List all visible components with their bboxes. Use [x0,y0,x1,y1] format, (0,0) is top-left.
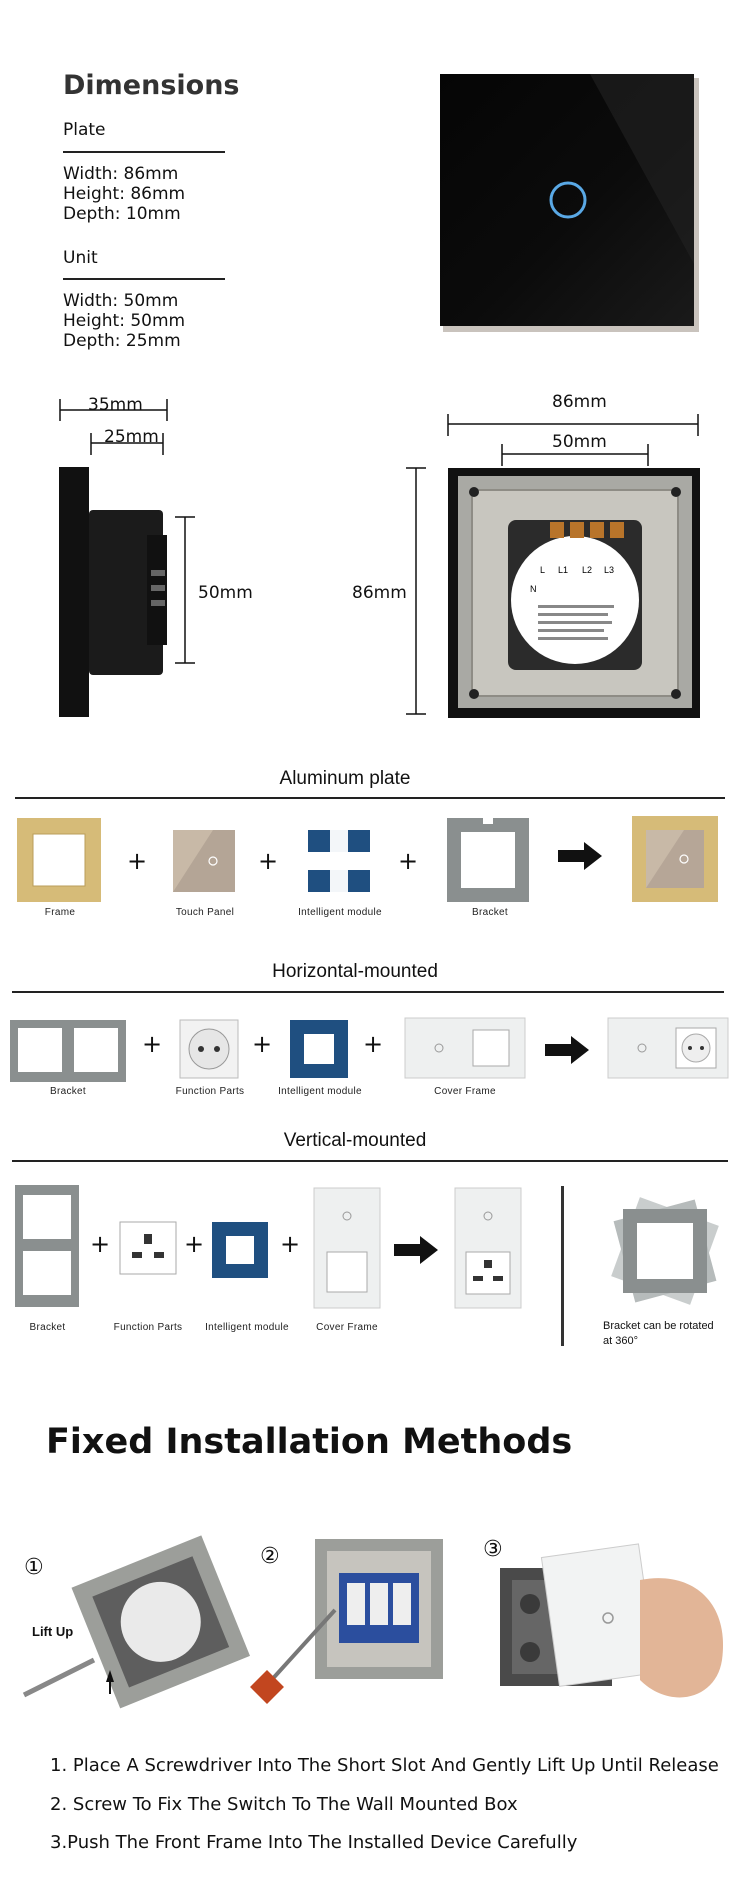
plus-sign: + [90,1230,111,1258]
plus-sign: + [127,847,148,875]
intelligent-module-image [290,1020,348,1078]
plus-sign: + [142,1030,163,1058]
step1-image [71,1535,251,1709]
step2-image [250,1539,443,1704]
gold-frame-image [17,818,101,902]
aluminum-item-touch-panel: Touch Panel [175,907,235,918]
back-height-86: 86mm [352,583,407,603]
arrow-right-icon [558,842,602,870]
touch-ring-icon [549,181,587,219]
plate-height: Height: 86mm [63,184,186,204]
screwdriver-icon [22,1657,114,1698]
plus-sign: + [398,847,419,875]
horizontal-item-function: Function Parts [175,1086,245,1097]
horizontal-item-bracket: Bracket [49,1086,86,1097]
double-bracket-image [10,1020,126,1082]
touch-panel-image [173,830,235,892]
svg-text:N: N [530,584,537,594]
rotate-note-line2: at 360° [603,1335,638,1347]
arrow-right-icon [394,1236,438,1264]
svg-text:L: L [540,565,545,575]
horizontal-item-module: Intelligent module [278,1086,362,1097]
install-title: Fixed Installation Methods [46,1422,573,1462]
vertical-double-bracket-image [15,1185,79,1307]
vertical-rule [12,1160,728,1162]
cover-frame-image [404,1017,526,1079]
plate-width: Width: 86mm [63,164,179,184]
aluminum-item-module: Intelligent module [298,907,382,918]
assembled-aluminum-switch [632,816,718,902]
vertical-item-cover: Cover Frame [316,1322,378,1333]
unit-height: Height: 50mm [63,311,186,331]
plate-label: Plate [63,120,106,140]
unit-label: Unit [63,248,98,268]
plus-sign: + [184,1230,205,1258]
plus-sign: + [252,1030,273,1058]
plate-depth: Depth: 10mm [63,204,181,224]
aluminum-title: Aluminum plate [279,768,411,789]
bracket-image [447,818,529,902]
dimensions-title: Dimensions [63,70,240,101]
horizontal-item-cover: Cover Frame [434,1086,496,1097]
vertical-item-bracket: Bracket [29,1322,66,1333]
step3-image [500,1543,724,1698]
svg-text:L3: L3 [604,565,614,575]
plus-sign: + [363,1030,384,1058]
lift-up-label: Lift Up [32,1624,74,1639]
step1-marker: ① [24,1555,44,1580]
intelligent-module-image [304,826,374,896]
side-height-50: 50mm [198,583,253,603]
vertical-title: Vertical-mounted [283,1130,427,1151]
intelligent-module-image [212,1222,268,1278]
step3-marker: ③ [483,1537,503,1562]
unit-divider [63,278,225,280]
svg-text:L1: L1 [558,565,568,575]
assembled-vertical-switch [454,1187,522,1309]
horizontal-rule [12,991,724,993]
black-switch-panel [440,74,699,332]
back-width-86: 86mm [552,392,607,412]
back-view-diagram: L L1 L2 L3 N [406,414,700,718]
plate-divider [63,151,225,153]
arrow-right-icon [545,1036,589,1064]
side-depth-25: 25mm [104,427,159,447]
unit-depth: Depth: 25mm [63,331,181,351]
vertical-cover-frame-image [313,1187,381,1309]
step2-marker: ② [260,1544,280,1569]
plus-sign: + [280,1230,301,1258]
rotated-bracket-image [611,1197,719,1305]
aluminum-item-bracket: Bracket [471,907,508,918]
assembled-horizontal-switch [607,1017,729,1079]
side-view-diagram [59,399,195,717]
aluminum-rule [15,797,725,799]
svg-text:L2: L2 [582,565,592,575]
side-depth-35: 35mm [88,395,143,415]
plus-sign: + [258,847,279,875]
vertical-item-module: Intelligent module [205,1322,289,1333]
schuko-socket-image [179,1019,239,1079]
install-step-2: 2. Screw To Fix The Switch To The Wall M… [50,1794,518,1815]
uk-socket-image [119,1221,177,1275]
vertical-item-function: Function Parts [113,1322,183,1333]
horizontal-title: Horizontal-mounted [272,961,438,982]
unit-width: Width: 50mm [63,291,179,311]
vertical-divider [561,1186,564,1346]
rotate-note-line1: Bracket can be rotated [603,1320,714,1332]
install-step-3: 3.Push The Front Frame Into The Installe… [50,1832,578,1853]
back-width-50: 50mm [552,432,607,452]
aluminum-item-frame: Frame [44,907,76,918]
install-step-1: 1. Place A Screwdriver Into The Short Sl… [50,1755,719,1776]
